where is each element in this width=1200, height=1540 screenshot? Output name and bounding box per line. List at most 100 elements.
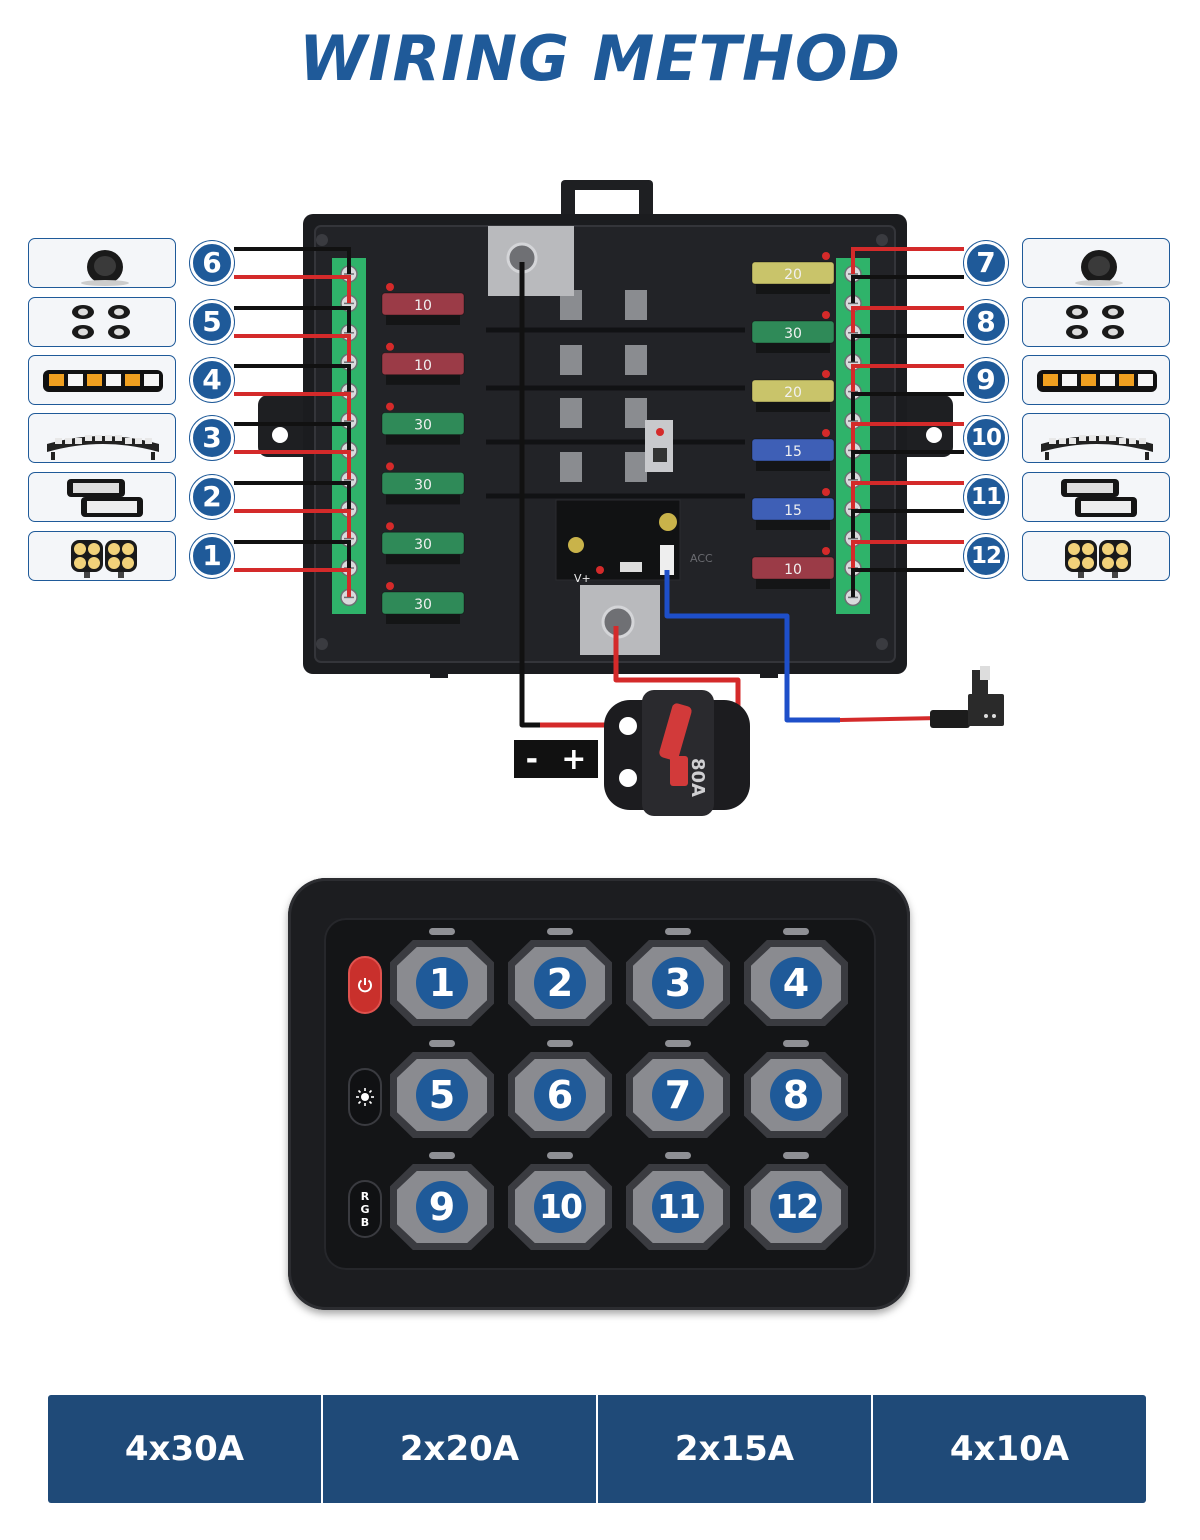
fuse-rating: 20: [784, 267, 802, 283]
switch-button-11[interactable]: 11: [626, 1164, 730, 1250]
fuse-summary-15a: 2x15A: [598, 1395, 873, 1503]
fuse-rating: 10: [414, 358, 432, 374]
channel-badge-3: 3: [190, 416, 234, 460]
switch-button-9[interactable]: 9: [390, 1164, 494, 1250]
battery-plus: +: [561, 741, 587, 777]
fuse-right-4: 15: [751, 429, 835, 471]
brightness-icon: [356, 1088, 374, 1106]
channel-badge-7: 7: [964, 241, 1008, 285]
button-number: 10: [534, 1181, 586, 1233]
speaker-icon: [1075, 250, 1123, 286]
fuse-rating: 20: [784, 385, 802, 401]
button-led-2: [547, 928, 573, 935]
switch-button-8[interactable]: 8: [744, 1052, 848, 1138]
channel-badge-6: 6: [190, 241, 234, 285]
switch-button-5[interactable]: 5: [390, 1052, 494, 1138]
fuse-rating: 30: [414, 418, 432, 434]
fuse-left-1: 10: [381, 283, 465, 325]
device-card-4: [28, 355, 176, 405]
channel-badge-5: 5: [190, 300, 234, 344]
device-card-6: [28, 238, 176, 288]
button-number: 6: [534, 1069, 586, 1121]
curved-led-bar-icon: [47, 435, 159, 460]
channel-wires: [234, 247, 964, 597]
fuse-summary-bar: 4x30A 2x20A 2x15A 4x10A: [48, 1395, 1146, 1503]
acc-signal-wire: [664, 570, 840, 723]
button-number: 8: [770, 1069, 822, 1121]
fuse-summary-20a: 2x20A: [323, 1395, 598, 1503]
switch-button-3[interactable]: 3: [626, 940, 730, 1026]
fuse-rating: 15: [784, 444, 802, 460]
channel-badge-8: 8: [964, 300, 1008, 344]
device-card-7: [1022, 238, 1170, 288]
button-number: 2: [534, 957, 586, 1009]
switch-button-7[interactable]: 7: [626, 1052, 730, 1138]
fuse-rating: 10: [784, 562, 802, 578]
button-number: 11: [652, 1181, 704, 1233]
brightness-button[interactable]: [348, 1068, 382, 1126]
light-bar-amber-icon: [43, 370, 163, 392]
switch-button-1[interactable]: 1: [390, 940, 494, 1026]
device-card-10: [1022, 413, 1170, 463]
button-number: 7: [652, 1069, 704, 1121]
button-number: 9: [416, 1181, 468, 1233]
button-led-7: [665, 1040, 691, 1047]
button-led-8: [783, 1040, 809, 1047]
device-card-8: [1022, 297, 1170, 347]
rock-lights-icon: [1066, 305, 1124, 339]
rgb-button[interactable]: RGB: [348, 1180, 382, 1238]
vplus-label: V+: [574, 572, 591, 585]
button-number: 3: [652, 957, 704, 1009]
acc-label: ACC: [690, 552, 713, 565]
button-led-10: [547, 1152, 573, 1159]
light-bar-amber-icon: [1037, 370, 1157, 392]
page-title: WIRING METHOD: [298, 22, 902, 95]
channel-badge-9: 9: [964, 358, 1008, 402]
power-button[interactable]: [348, 956, 382, 1014]
channel-badge-11: 11: [964, 475, 1008, 519]
speaker-icon: [81, 250, 129, 286]
channel-badge-4: 4: [190, 358, 234, 402]
button-led-11: [665, 1152, 691, 1159]
fuse-left-3: 30: [381, 402, 465, 445]
fuse-right-5: 15: [751, 488, 835, 530]
ground-wire: [519, 262, 540, 728]
button-led-5: [429, 1040, 455, 1047]
battery-terminals: - +: [514, 740, 598, 778]
fuse-left-2: 10: [381, 342, 465, 385]
flush-work-lights-icon: [67, 479, 143, 517]
switch-button-2[interactable]: 2: [508, 940, 612, 1026]
fuse-summary-30a: 4x30A: [48, 1395, 323, 1503]
acc-red-wire: [839, 716, 941, 722]
fuse-right-3: 20: [751, 370, 835, 412]
breaker-rating: 80A: [687, 758, 708, 797]
button-led-1: [429, 928, 455, 935]
device-card-1: [28, 531, 176, 581]
flush-work-lights-icon: [1061, 479, 1137, 517]
button-led-3: [665, 928, 691, 935]
switch-button-12[interactable]: 12: [744, 1164, 848, 1250]
channel-badge-12: 12: [964, 534, 1008, 578]
fuse-rating: 10: [414, 298, 432, 314]
device-card-9: [1022, 355, 1170, 405]
add-a-fuse-tap: [930, 666, 1004, 728]
fuse-right-6: 10: [751, 547, 835, 589]
fuse-rating: 30: [414, 597, 432, 613]
battery-minus: -: [525, 741, 539, 777]
fuse-left-5: 30: [381, 522, 465, 565]
fuse-rating: 15: [784, 503, 802, 519]
device-card-11: [1022, 472, 1170, 522]
button-led-6: [547, 1040, 573, 1047]
circuit-breaker: 80A: [604, 690, 750, 816]
switch-button-6[interactable]: 6: [508, 1052, 612, 1138]
pod-lights-icon: [1065, 540, 1131, 578]
fuse-right-2: 30: [751, 311, 835, 353]
rock-lights-icon: [72, 305, 130, 339]
device-card-5: [28, 297, 176, 347]
switch-button-10[interactable]: 10: [508, 1164, 612, 1250]
switch-button-4[interactable]: 4: [744, 940, 848, 1026]
channel-badge-10: 10: [964, 416, 1008, 460]
